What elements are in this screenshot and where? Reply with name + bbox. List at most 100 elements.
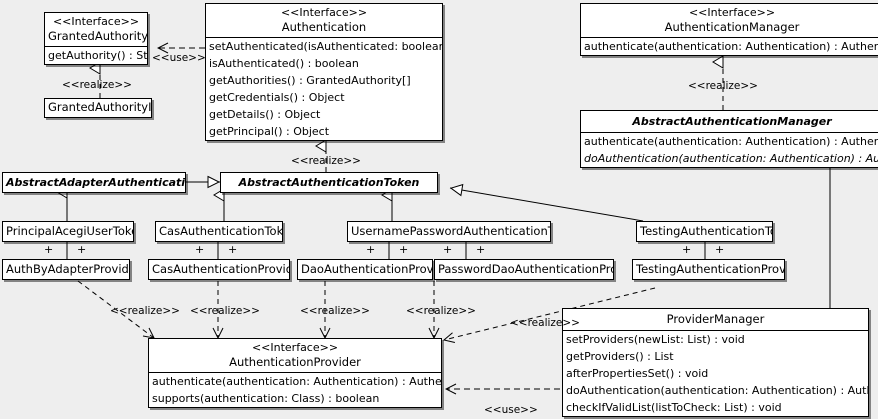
method-item: getProviders() : List [566,350,674,363]
association-marker: + [195,243,205,256]
class-auth-by-adapter-provider[interactable]: AuthByAdapterProvider [2,259,130,280]
class-name: AuthenticationManager [664,20,800,34]
class-methods: authenticate(authentication: Authenticat… [581,132,878,167]
class-authentication-provider[interactable]: <<Interface>> AuthenticationProvider aut… [148,338,442,408]
method-item: authenticate(authentication: Authenticat… [584,40,878,53]
class-methods: setProviders(newList: List) : void getPr… [563,330,868,416]
method-item: doAuthentication(authentication: Authent… [584,152,878,165]
class-header: DaoAuthenticationProvider [298,260,432,279]
class-name: DaoAuthenticationProvider [301,262,433,276]
class-provider-manager[interactable]: ProviderManager setProviders(newList: Li… [562,308,869,417]
class-abstract-authentication-token[interactable]: AbstractAuthenticationToken [220,172,438,193]
class-name: AbstractAdapterAuthenticationToken [6,176,186,189]
class-header: <<Interface>> Authentication [206,4,442,37]
class-name: ProviderManager [666,312,765,326]
class-methods: getAuthority() : String [45,46,147,64]
association-marker: + [228,243,238,256]
class-name: GrantedAuthority [48,29,148,43]
relationship-label-realize-testing-provider: <<realize>> [510,317,580,329]
class-name: TestingAuthenticationToken [640,224,772,238]
class-name: AuthenticationProvider [229,355,361,369]
relationship-label-realize-manager: <<realize>> [688,80,758,92]
class-name: GrantedAuthorityImpl [48,100,152,114]
stereotype-label: <<Interface>> [280,6,368,19]
method-item: checkIfValidList(listToCheck: List) : vo… [566,401,782,414]
class-abstract-authentication-manager[interactable]: AbstractAuthenticationManager authentica… [580,110,878,168]
association-marker: + [44,243,54,256]
class-header: AbstractAuthenticationManager [581,111,878,132]
class-header: <<Interface>> GrantedAuthority [45,13,147,46]
class-header: ProviderManager [563,309,868,330]
method-item: getPrincipal() : Object [209,125,330,138]
relationship-label-realize-granted-authority-impl: <<realize>> [62,79,132,91]
method-item: setProviders(newList: List) : void [566,333,745,346]
class-header: GrantedAuthorityImpl [45,99,151,117]
class-methods: authenticate(authentication: Authenticat… [149,372,441,407]
stereotype-label: <<Interface>> [688,6,776,19]
class-username-password-authentication-token[interactable]: UsernamePasswordAuthenticationToken [347,221,551,242]
relationship-label-realize-cas-provider: <<realize>> [190,305,260,317]
class-authentication[interactable]: <<Interface>> Authentication setAuthenti… [205,3,443,141]
class-name: AbstractAuthenticationManager [632,115,832,128]
association-marker: + [443,243,453,256]
association-marker: + [682,243,692,256]
class-name: PrincipalAcegiUserToken [6,224,134,238]
method-item: getAuthorities() : GrantedAuthority[] [209,74,411,87]
class-testing-authentication-token[interactable]: TestingAuthenticationToken [636,221,773,242]
class-name: CasAuthenticationProvider [152,262,290,276]
relationship-label-realize-auth-by-adapter: <<realize>> [110,305,180,317]
relationship-label-use-authentication: <<use>> [152,52,206,64]
stereotype-label: <<Interface>> [251,341,339,354]
association-marker: + [366,243,376,256]
relationship-label-realize-abstract-token: <<realize>> [291,155,361,167]
method-item: getAuthority() : String [48,49,148,62]
class-name: TestingAuthenticationProvider [636,262,785,276]
relationship-label-realize-password-dao-provider: <<realize>> [406,305,476,317]
class-header: TestingAuthenticationToken [637,222,772,241]
class-header: TestingAuthenticationProvider [633,260,784,279]
class-header: PrincipalAcegiUserToken [3,222,133,241]
class-name: AbstractAuthenticationToken [238,176,420,189]
class-header: AuthByAdapterProvider [3,260,129,279]
class-name: UsernamePasswordAuthenticationToken [351,224,550,238]
class-header: PasswordDaoAuthenticationProvider [435,260,613,279]
method-item: supports(authentication: Class) : boolea… [152,392,380,405]
association-marker: + [77,243,87,256]
class-header: <<Interface>> AuthenticationProvider [149,339,441,372]
class-name: AuthByAdapterProvider [6,262,130,276]
method-item: isAuthenticated() : boolean [209,57,359,70]
method-item: setAuthenticated(isAuthenticated: boolea… [209,40,442,53]
relationship-label-use-provider-manager: <<use>> [484,404,538,416]
method-item: getDetails() : Object [209,108,321,121]
class-granted-authority-impl[interactable]: GrantedAuthorityImpl [44,98,152,118]
class-name: CasAuthenticationToken [159,224,283,238]
association-marker: + [476,243,486,256]
class-testing-authentication-provider[interactable]: TestingAuthenticationProvider [632,259,785,280]
class-methods: authenticate(authentication: Authenticat… [581,37,878,55]
class-header: AbstractAdapterAuthenticationToken [3,173,185,192]
class-dao-authentication-provider[interactable]: DaoAuthenticationProvider [297,259,433,280]
class-principal-acegi-user-token[interactable]: PrincipalAcegiUserToken [2,221,134,242]
association-marker: + [399,243,409,256]
association-marker: + [715,243,725,256]
class-name: Authentication [281,20,367,34]
class-cas-authentication-provider[interactable]: CasAuthenticationProvider [148,259,290,280]
method-item: afterPropertiesSet() : void [566,367,709,380]
class-name: PasswordDaoAuthenticationProvider [438,262,613,276]
method-item: getCredentials() : Object [209,91,345,104]
class-abstract-adapter-authentication-token[interactable]: AbstractAdapterAuthenticationToken [2,172,186,193]
class-header: UsernamePasswordAuthenticationToken [348,222,550,241]
class-granted-authority[interactable]: <<Interface>> GrantedAuthority getAuthor… [44,12,148,65]
class-header: CasAuthenticationProvider [149,260,289,279]
method-item: authenticate(authentication: Authenticat… [584,135,878,148]
method-item: doAuthentication(authentication: Authent… [566,384,868,397]
class-password-dao-authentication-provider[interactable]: PasswordDaoAuthenticationProvider [434,259,614,280]
relationship-label-realize-dao-provider: <<realize>> [300,305,370,317]
class-header: <<Interface>> AuthenticationManager [581,4,878,37]
class-cas-authentication-token[interactable]: CasAuthenticationToken [155,221,283,242]
class-header: AbstractAuthenticationToken [221,173,437,192]
class-methods: setAuthenticated(isAuthenticated: boolea… [206,37,442,140]
method-item: authenticate(authentication: Authenticat… [152,375,442,388]
class-authentication-manager[interactable]: <<Interface>> AuthenticationManager auth… [580,3,878,56]
